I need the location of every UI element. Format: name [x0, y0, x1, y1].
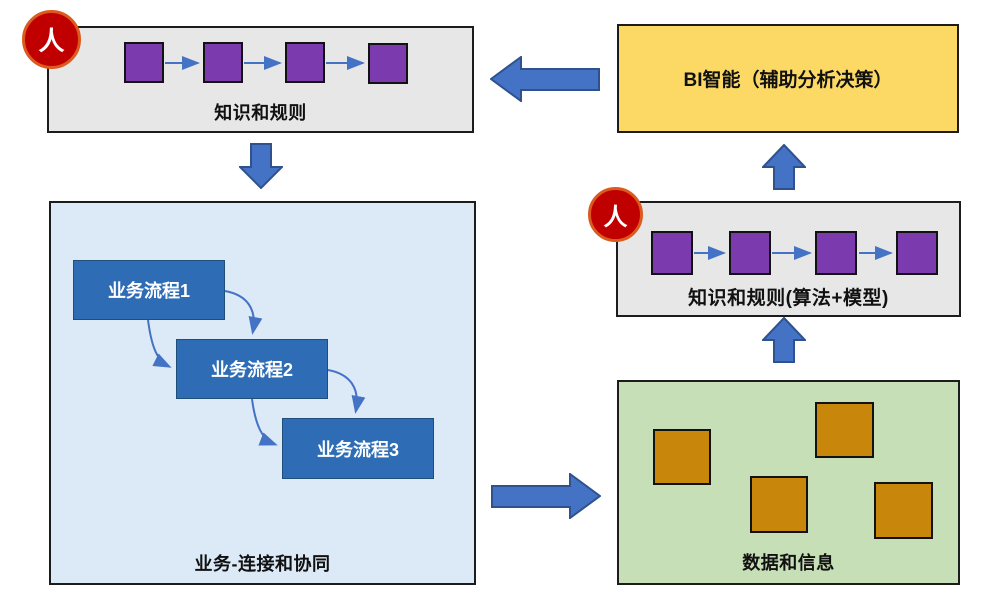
step-arrows-icon — [165, 56, 365, 70]
panel-label: 知识和规则 — [214, 103, 307, 123]
data-block-square — [653, 429, 711, 485]
knowledge-rules-panel: 知识和规则 — [47, 26, 474, 133]
data-panel: 数据和信息 — [617, 380, 960, 585]
process-box-1: 业务流程1 — [73, 260, 225, 320]
up-arrow-icon — [762, 317, 806, 363]
process-box-label: 业务流程3 — [316, 439, 399, 460]
bi-panel: BI智能（辅助分析决策） — [617, 24, 959, 133]
human-badge-label: 人 — [38, 26, 65, 56]
human-badge-middle: 人 — [588, 187, 643, 242]
process-step-square — [651, 231, 693, 275]
process-box-label: 业务流程1 — [107, 281, 190, 301]
data-block-square — [750, 476, 808, 533]
panel-label: 数据和信息 — [742, 553, 835, 573]
data-block-square — [874, 482, 933, 539]
curved-connectors-icon — [147, 290, 366, 446]
process-step-square — [203, 42, 243, 83]
process-step-square — [815, 231, 857, 275]
process-step-square — [896, 231, 938, 275]
process-box-label: 业务流程2 — [210, 360, 293, 380]
right-arrow-icon — [491, 473, 601, 519]
process-step-square — [285, 42, 325, 83]
process-step-square — [729, 231, 771, 275]
process-box-2: 业务流程2 — [176, 339, 328, 399]
left-arrow-icon — [490, 56, 600, 102]
data-block-square — [815, 402, 874, 458]
business-panel: 业务流程1 业务流程2 业务流程3 业务-连接和协同 — [49, 201, 476, 585]
process-box-3: 业务流程3 — [282, 418, 434, 479]
human-badge-top-left: 人 — [22, 10, 81, 69]
process-step-square — [124, 42, 164, 83]
process-step-square — [368, 43, 408, 84]
knowledge-rules-algo-panel: 知识和规则(算法+模型) — [616, 201, 961, 317]
panel-label: 业务-连接和协同 — [194, 554, 331, 574]
down-arrow-icon — [239, 143, 283, 189]
human-badge-label: 人 — [603, 204, 628, 231]
panel-label: BI智能（辅助分析决策） — [683, 70, 893, 91]
panel-label: 知识和规则(算法+模型) — [688, 288, 889, 309]
up-arrow-icon — [762, 144, 806, 190]
step-arrows-icon — [694, 246, 893, 260]
